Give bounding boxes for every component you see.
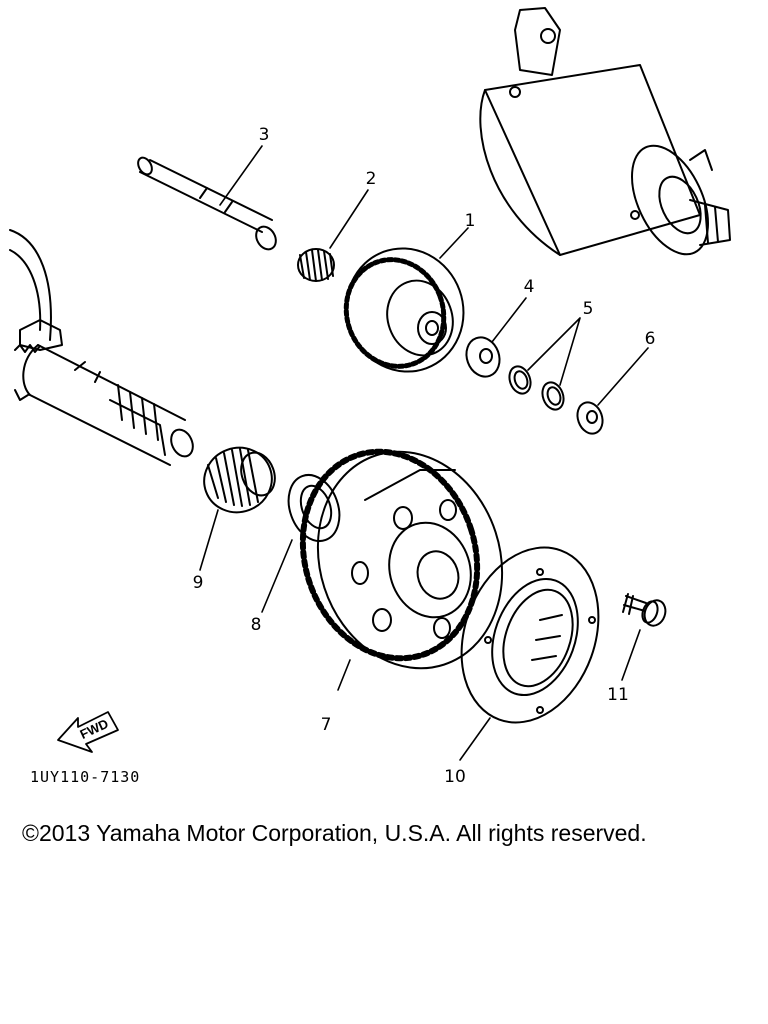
starter-motor [479, 7, 731, 256]
callout-11: 11 [607, 685, 629, 705]
one-way-clutch [460, 546, 600, 724]
drawing-code: 1UY110-7130 [30, 768, 140, 786]
starter-wheel-gear [299, 448, 504, 670]
circlips [508, 365, 565, 411]
washer [465, 336, 501, 378]
exploded-parts-diagram: 1 2 3 4 5 6 7 8 9 10 11 FWD 1UY110-7130 [9, 7, 731, 787]
callout-5: 5 [583, 299, 594, 319]
washer-small [576, 401, 604, 435]
copyright-notice: ©2013 Yamaha Motor Corporation, U.S.A. A… [22, 820, 647, 846]
callout-10: 10 [444, 767, 466, 787]
starter-idler-shaft [137, 156, 277, 251]
callout-1: 1 [465, 211, 476, 231]
needle-bearing-small [297, 248, 335, 282]
starter-idler-gear [343, 247, 465, 373]
callout-3: 3 [259, 125, 270, 145]
fwd-label: FWD [78, 716, 111, 742]
fwd-arrow-icon [57, 711, 119, 753]
callout-6: 6 [645, 329, 656, 349]
crankshaft [9, 229, 194, 466]
bolt [622, 593, 667, 627]
callout-leaders [199, 145, 649, 761]
callout-7: 7 [321, 715, 332, 735]
callout-4: 4 [524, 277, 535, 297]
callout-2: 2 [366, 169, 377, 189]
callout-9: 9 [193, 573, 204, 593]
needle-bearing-large [203, 446, 276, 514]
thrust-washer [287, 474, 341, 542]
callout-8: 8 [251, 615, 262, 635]
